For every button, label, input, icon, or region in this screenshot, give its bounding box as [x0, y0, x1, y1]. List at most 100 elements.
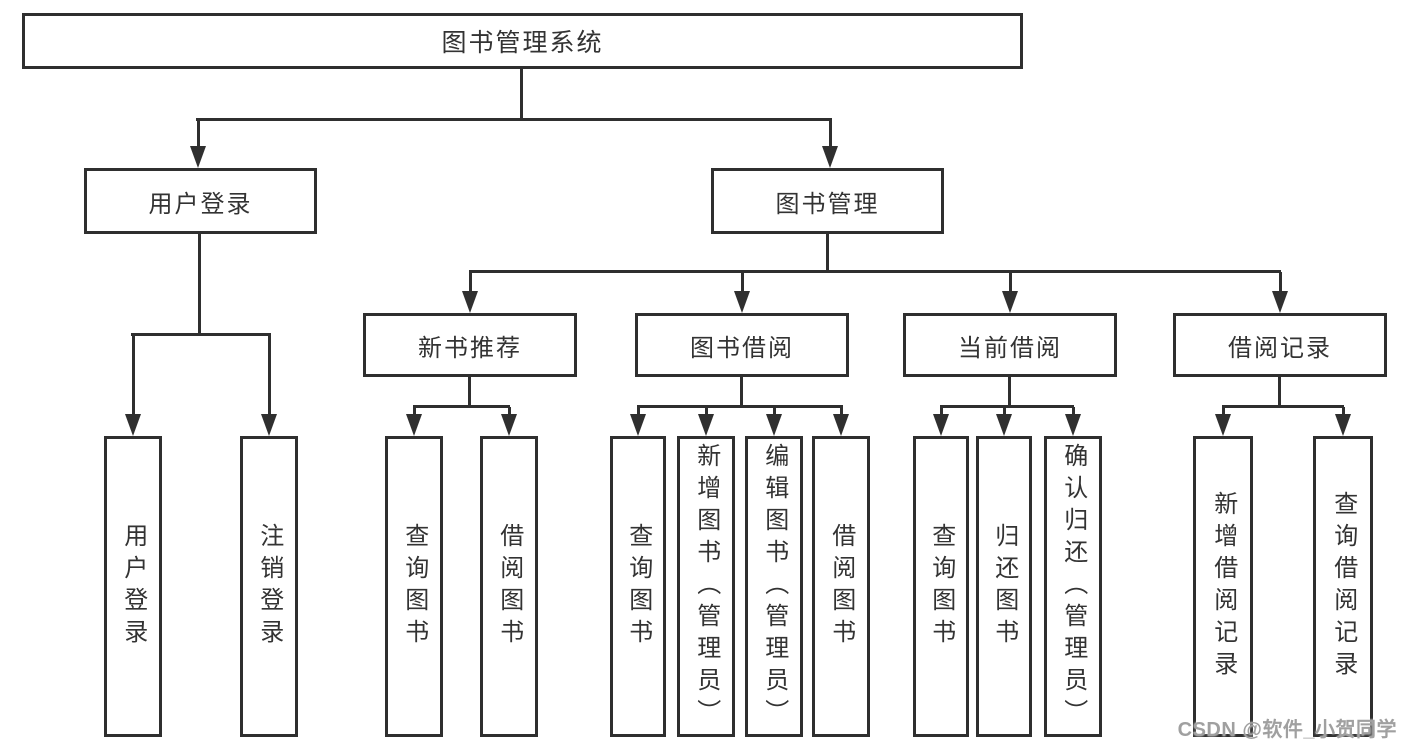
node-label: 图书管理系统 [441, 29, 604, 57]
leaf-return-books: 归还图书 [976, 436, 1032, 737]
arrow-down [996, 407, 1012, 436]
node-new-book-recommend: 新书推荐 [363, 313, 577, 377]
arrowhead-icon [125, 414, 141, 436]
connector-book-mgmt-hline [469, 270, 1281, 273]
connector-user-login-stem [198, 234, 201, 335]
node-current-borrowing: 当前借阅 [903, 313, 1117, 377]
node-label: 新书推荐 [418, 334, 522, 362]
leaf-label: 新增借阅记录 [1209, 490, 1237, 683]
leaf-logout: 注销登录 [240, 436, 298, 737]
leaf-query-books-3: 查询图书 [913, 436, 969, 737]
arrow-shaft [740, 272, 744, 303]
arrow-shaft [468, 272, 472, 303]
arrowhead-icon [833, 414, 849, 436]
node-label: 用户登录 [148, 190, 253, 218]
leaf-confirm-return-admin: 确认归还（管理员） [1044, 436, 1102, 737]
connector-recommend-stem [468, 377, 471, 407]
node-book-management: 图书管理 [711, 168, 944, 234]
connector-user-login-hline [131, 333, 271, 336]
arrowhead-icon [822, 146, 838, 168]
arrow-down [630, 407, 646, 436]
leaf-label: 查询借阅记录 [1329, 490, 1357, 683]
arrow-down [1335, 407, 1351, 436]
connector-root-stem [520, 69, 523, 120]
leaf-label: 新增图书（管理员） [692, 442, 720, 731]
arrow-shaft [1008, 272, 1012, 303]
arrow-shaft [1278, 272, 1282, 303]
arrowhead-icon [1335, 414, 1351, 436]
node-user-login-group: 用户登录 [84, 168, 317, 234]
leaf-label: 查询图书 [927, 522, 955, 651]
arrowhead-icon [1215, 414, 1231, 436]
arrow-down [822, 120, 838, 168]
arrow-down [406, 407, 422, 436]
node-book-borrowing: 图书借阅 [635, 313, 849, 377]
connector-current-stem [1008, 377, 1011, 407]
arrow-down [261, 335, 277, 436]
node-borrowing-records: 借阅记录 [1173, 313, 1387, 377]
arrowhead-icon [462, 291, 478, 313]
leaf-label: 借阅图书 [827, 522, 855, 651]
connector-borrowing-hline [637, 405, 843, 408]
leaf-borrow-books-1: 借阅图书 [480, 436, 538, 737]
leaf-label: 编辑图书（管理员） [760, 442, 788, 731]
leaf-query-borrow-record: 查询借阅记录 [1313, 436, 1373, 737]
connector-borrowing-stem [740, 377, 743, 407]
arrowhead-icon [1002, 291, 1018, 313]
connector-records-stem [1278, 377, 1281, 407]
node-label: 借阅记录 [1228, 334, 1332, 362]
node-label: 图书管理 [775, 190, 880, 218]
arrowhead-icon [766, 414, 782, 436]
leaf-query-books-2: 查询图书 [610, 436, 666, 737]
arrow-down [698, 407, 714, 436]
watermark: CSDN @软件_小贺同学 [1177, 719, 1397, 741]
leaf-label: 注销登录 [255, 522, 283, 651]
arrow-down [190, 120, 206, 168]
arrow-down [125, 335, 141, 436]
arrowhead-icon [996, 414, 1012, 436]
leaf-label: 查询图书 [624, 522, 652, 651]
leaf-label: 确认归还（管理员） [1059, 442, 1087, 731]
arrow-down [1215, 407, 1231, 436]
arrowhead-icon [261, 414, 277, 436]
arrow-down [1065, 407, 1081, 436]
leaf-label: 用户登录 [119, 522, 147, 651]
arrowhead-icon [406, 414, 422, 436]
arrow-shaft [131, 335, 135, 426]
arrowhead-icon [734, 291, 750, 313]
arrow-down [462, 272, 478, 313]
arrow-shaft [267, 335, 271, 426]
arrowhead-icon [1065, 414, 1081, 436]
arrowhead-icon [190, 146, 206, 168]
connector-book-mgmt-stem [826, 234, 829, 272]
leaf-add-books-admin: 新增图书（管理员） [677, 436, 735, 737]
connector-records-hline [1222, 405, 1344, 408]
arrow-down [501, 407, 517, 436]
arrow-shaft [828, 120, 832, 158]
arrow-down [766, 407, 782, 436]
leaf-borrow-books-2: 借阅图书 [812, 436, 870, 737]
leaf-add-borrow-record: 新增借阅记录 [1193, 436, 1253, 737]
node-label: 图书借阅 [690, 334, 794, 362]
arrow-down [1002, 272, 1018, 313]
arrow-down [933, 407, 949, 436]
arrowhead-icon [698, 414, 714, 436]
arrow-down [833, 407, 849, 436]
arrow-shaft [196, 120, 200, 158]
arrowhead-icon [1272, 291, 1288, 313]
arrowhead-icon [933, 414, 949, 436]
leaf-user-login: 用户登录 [104, 436, 162, 737]
leaf-label: 查询图书 [400, 522, 428, 651]
leaf-edit-books-admin: 编辑图书（管理员） [745, 436, 803, 737]
connector-recommend-hline [413, 405, 510, 408]
connector-current-hline [940, 405, 1074, 408]
node-library-system: 图书管理系统 [22, 13, 1023, 69]
leaf-query-books-1: 查询图书 [385, 436, 443, 737]
arrow-down [734, 272, 750, 313]
node-label: 当前借阅 [958, 334, 1062, 362]
connector-root-hline [196, 118, 832, 121]
arrowhead-icon [501, 414, 517, 436]
leaf-label: 归还图书 [990, 522, 1018, 651]
arrowhead-icon [630, 414, 646, 436]
